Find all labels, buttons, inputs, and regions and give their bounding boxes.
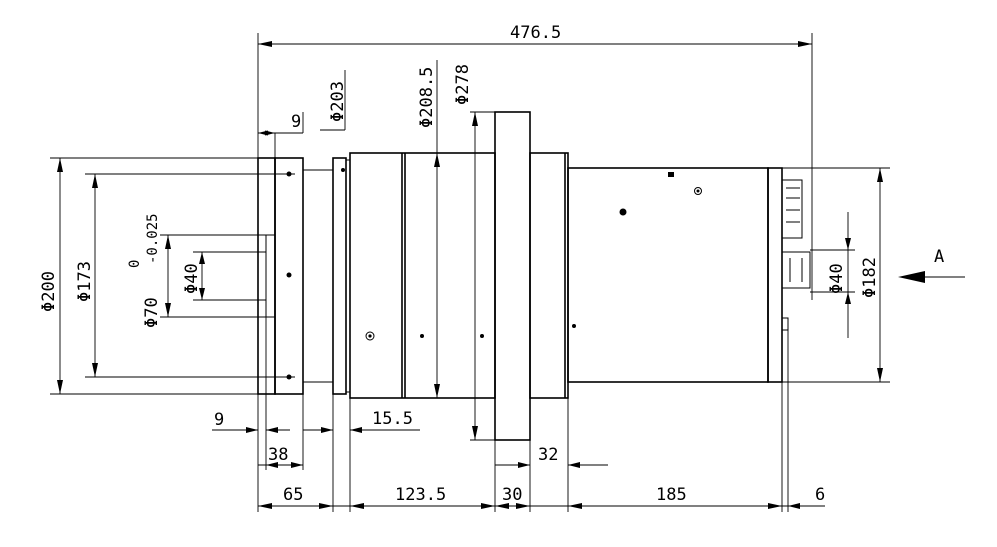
label-15-5: 15.5 (372, 409, 413, 429)
label-tolerance-lower: -0.025 (145, 213, 161, 264)
label-dia-70: Φ70 (142, 297, 162, 328)
label-view-a: A (934, 247, 944, 267)
label-30: 30 (502, 485, 522, 505)
dimension-lines (50, 33, 965, 512)
label-tolerance-upper: 0 (127, 260, 143, 268)
label-32: 32 (538, 445, 558, 465)
label-dia-40-right: Φ40 (827, 263, 847, 294)
label-dia-203: Φ203 (328, 81, 348, 122)
part-outline (257, 111, 811, 441)
label-flange-9-top: 9 (291, 112, 301, 132)
label-65: 65 (283, 485, 303, 505)
label-185: 185 (656, 485, 687, 505)
label-38: 38 (268, 445, 288, 465)
label-dia-208-5: Φ208.5 (417, 67, 437, 128)
label-9-bottom: 9 (214, 410, 224, 430)
label-dia-182: Φ182 (860, 257, 880, 298)
label-dia-278: Φ278 (453, 64, 473, 105)
label-overall-length: 476.5 (510, 23, 561, 43)
label-6: 6 (815, 485, 825, 505)
label-dia-40-left: Φ40 (182, 263, 202, 294)
label-dia-173: Φ173 (75, 261, 95, 302)
dimension-labels: 476.5 9 Φ203 Φ208.5 Φ278 Φ200 Φ173 0 -0.… (39, 23, 944, 505)
label-123-5: 123.5 (395, 485, 446, 505)
label-dia-200: Φ200 (39, 271, 59, 312)
